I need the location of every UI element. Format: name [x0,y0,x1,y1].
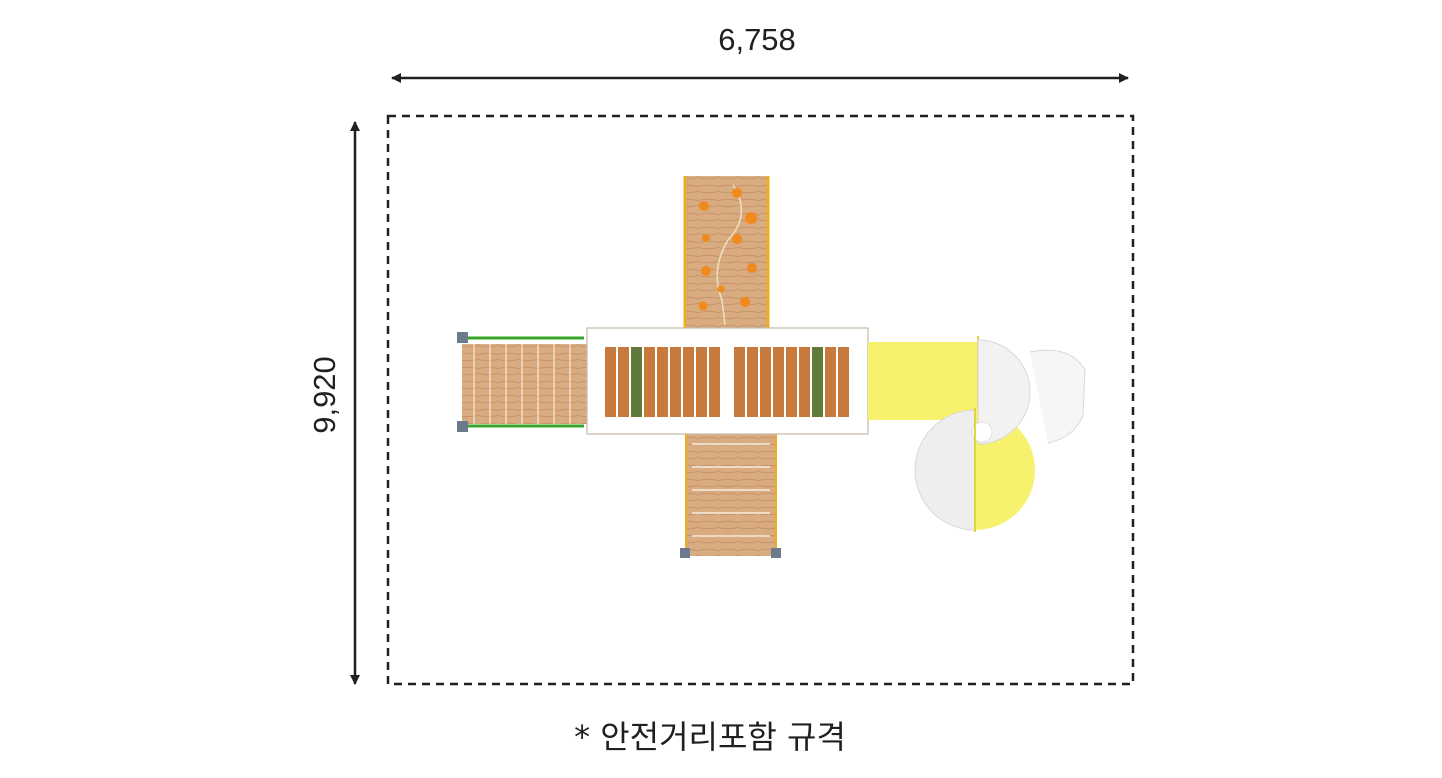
deck-plank [734,347,745,417]
deck-plank [618,347,629,417]
central-deck [586,327,869,435]
deck-plank [631,347,642,417]
bottom-ladder [680,434,781,558]
deck-plank [670,347,681,417]
deck-plank [799,347,810,417]
deck-plank [760,347,771,417]
spiral-slide [868,336,1086,532]
deck-plank [773,347,784,417]
climbing-holds [698,188,757,311]
deck-plank [605,347,616,417]
deck-plank [838,347,849,417]
width-dimension-label: 6,758 [718,22,796,57]
height-dimension-label: 9,920 [307,356,342,434]
deck-plank [786,347,797,417]
deck-plank [812,347,823,417]
deck-plank [696,347,707,417]
deck-plank [709,347,720,417]
deck-plank [825,347,836,417]
deck-plank [644,347,655,417]
left-bridge [457,332,587,432]
climbing-wall [683,176,770,330]
deck-plank [747,347,758,417]
safety-zone-boundary [386,114,1135,686]
deck-plank [683,347,694,417]
deck-plank [657,347,668,417]
caption: * 안전거리포함 규격 [574,718,846,756]
